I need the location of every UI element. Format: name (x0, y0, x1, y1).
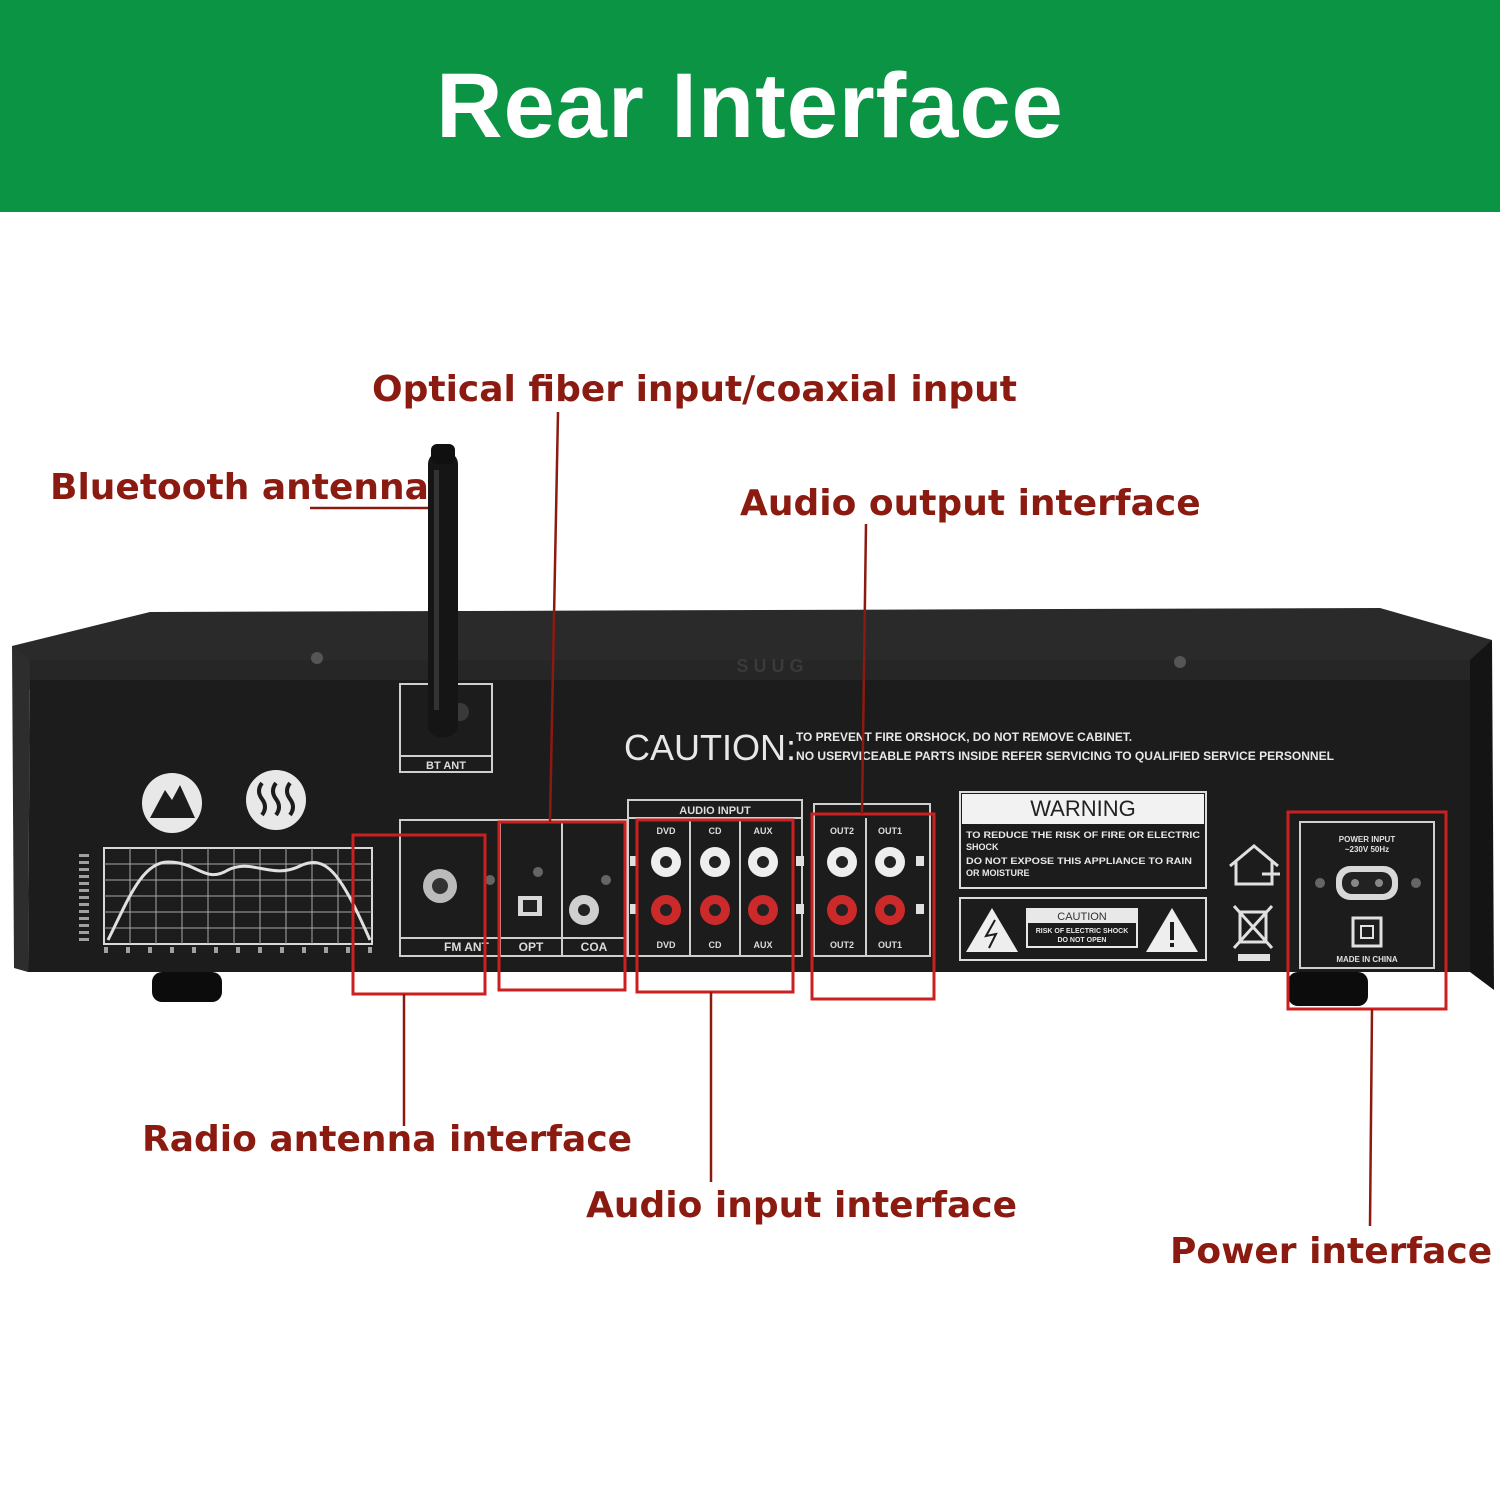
highlight-optical-coaxial (497, 820, 627, 992)
coa-label: COA (581, 940, 608, 954)
risk-line-1: RISK OF ELECTRIC SHOCK (1036, 928, 1129, 935)
caution-small-title: CAUTION (1057, 911, 1107, 923)
out2-label-bottom: OUT2 (830, 940, 854, 950)
title-banner: Rear Interface (0, 0, 1500, 212)
foot-right (1288, 972, 1368, 1006)
audio-input-panel: AUDIO INPUT DVD CD AUX DVD CD AUX (627, 799, 804, 957)
highlight-boxes (351, 810, 1448, 1011)
page-title: Rear Interface (436, 54, 1064, 157)
warning-text-4: OR MOISTURE (966, 868, 1030, 878)
caution-heading: CAUTION: (624, 727, 796, 768)
frequency-graph (79, 847, 373, 953)
made-in-label: MADE IN CHINA (1336, 955, 1398, 964)
lightning-warning-icon (966, 908, 1018, 952)
callout-audio-input: Audio input interface (586, 1185, 1018, 1226)
aux-label-bottom: AUX (753, 940, 772, 950)
power-input-label: POWER INPUT (1339, 835, 1396, 844)
highlight-audio-output (810, 812, 936, 1001)
highlight-power (1286, 810, 1448, 1011)
bluetooth-antenna-icon (428, 444, 458, 737)
opt-label: OPT (519, 940, 544, 954)
power-rating-label: ~230V 50Hz (1345, 845, 1389, 854)
highlight-audio-input (635, 818, 795, 994)
caution-line-1: TO PREVENT FIRE ORSHOCK, DO NOT REMOVE C… (796, 730, 1132, 744)
svg-text:S U U G: S U U G (736, 656, 803, 676)
fm-ant-label: FM ANT (444, 940, 490, 954)
callout-radio-antenna: Radio antenna interface (142, 1119, 633, 1160)
bt-ant-label: BT ANT (426, 760, 466, 772)
mountain-logo-icon (142, 773, 202, 833)
heat-logo-icon (246, 770, 306, 830)
risk-line-2: DO NOT OPEN (1057, 937, 1106, 944)
out1-label-top: OUT1 (878, 826, 902, 836)
warning-label: WARNING TO REDUCE THE RISK OF FIRE OR EL… (959, 791, 1207, 889)
power-panel: POWER INPUT ~230V 50Hz MADE IN CHINA (1299, 821, 1435, 969)
indoor-use-icon (1229, 844, 1280, 886)
dvd-label-top: DVD (656, 826, 676, 836)
warning-text-2: SHOCK (966, 842, 999, 852)
aux-label-top: AUX (753, 826, 772, 836)
callout-power: Power interface (1170, 1231, 1493, 1272)
highlight-radio-antenna (351, 833, 487, 996)
caution-label: CAUTION RISK OF ELECTRIC SHOCK DO NOT OP… (959, 897, 1207, 961)
double-insulation-icon (1351, 916, 1383, 948)
callout-bluetooth-antenna: Bluetooth antenna (50, 467, 429, 508)
warning-text-3: DO NOT EXPOSE THIS APPLIANCE TO RAIN (966, 856, 1192, 866)
callout-lines (310, 411, 1374, 1227)
weee-bin-icon (1232, 904, 1274, 961)
callout-audio-output: Audio output interface (740, 483, 1201, 524)
audio-output-panel: OUT2 OUT1 OUT2 OUT1 (813, 803, 931, 957)
out1-label-bottom: OUT1 (878, 940, 902, 950)
dvd-label-bottom: DVD (656, 940, 676, 950)
cd-label-bottom: CD (709, 940, 722, 950)
amplifier-chassis: S U U G (12, 608, 1494, 990)
out2-label-top: OUT2 (830, 826, 854, 836)
callout-optical-coaxial: Optical fiber input/coaxial input (372, 369, 1017, 410)
audio-input-header: AUDIO INPUT (679, 805, 751, 817)
caution-line-2: NO USERVICEABLE PARTS INSIDE REFER SERVI… (796, 749, 1334, 763)
cd-label-top: CD (709, 826, 722, 836)
warning-title: WARNING (1030, 796, 1136, 821)
foot-left (152, 972, 222, 1002)
warning-text-1: TO REDUCE THE RISK OF FIRE OR ELECTRIC (966, 830, 1201, 840)
